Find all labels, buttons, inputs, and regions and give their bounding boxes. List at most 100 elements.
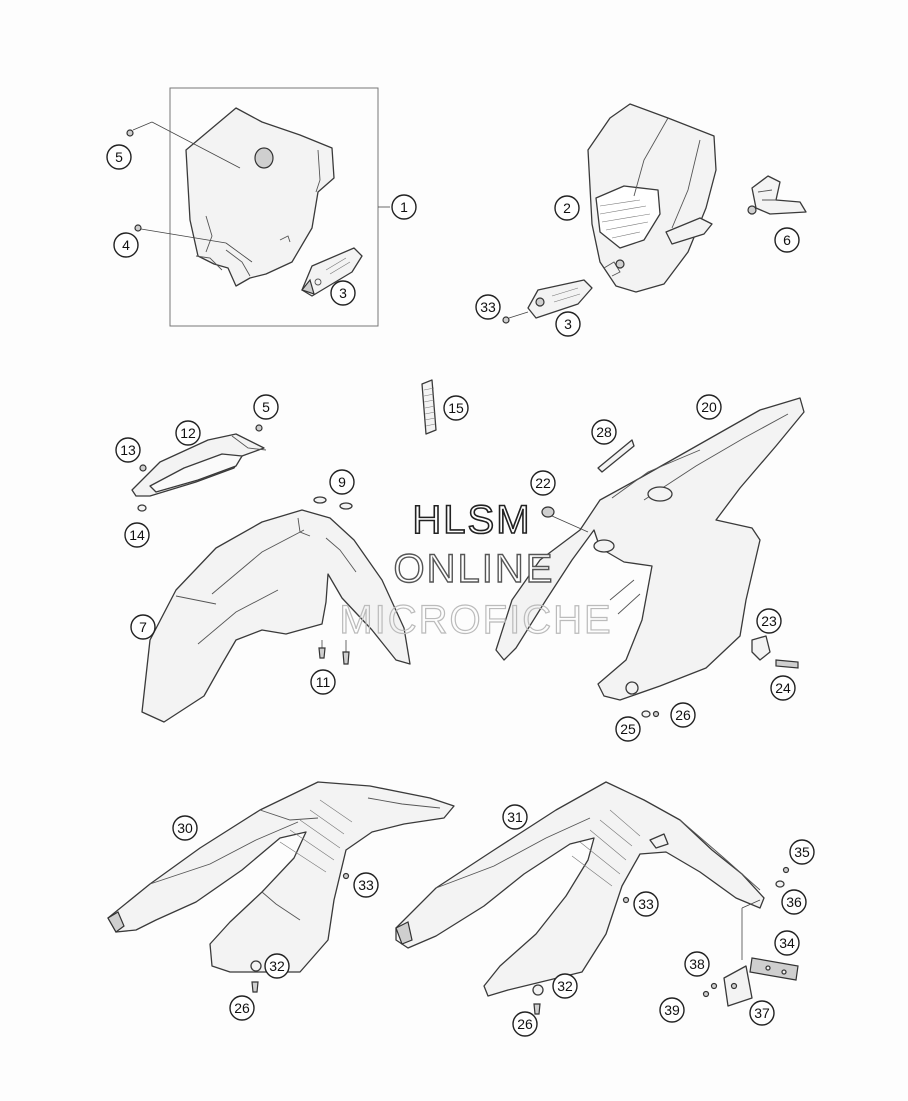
callout-26-a: 26 [670,702,696,728]
callout-label: 26 [517,1016,533,1032]
callout-label: 38 [689,956,705,972]
callout-34: 34 [774,930,800,956]
callout-5-mid: 5 [253,394,279,420]
callout-7: 7 [130,614,156,640]
callout-37: 37 [749,1000,775,1026]
callout-label: 32 [557,978,573,994]
callout-3-left: 3 [330,280,356,306]
part-filter-15 [421,379,437,435]
callout-32-b: 32 [552,973,578,999]
washer-14 [137,504,147,512]
callout-23: 23 [756,608,782,634]
callout-28: 28 [591,419,617,445]
callout-24: 24 [770,675,796,701]
callout-label: 28 [596,424,612,440]
callout-22: 22 [530,470,556,496]
callout-1: 1 [391,194,417,220]
callout-label: 33 [638,896,654,912]
callout-39: 39 [659,997,685,1023]
callout-3-right: 3 [555,311,581,337]
callout-label: 37 [754,1005,770,1021]
callout-label: 9 [338,474,346,490]
callout-label: 12 [180,425,196,441]
watermark-line3: MICROFICHE [339,598,612,642]
callout-label: 26 [675,707,691,723]
callout-label: 39 [664,1002,680,1018]
callout-label: 24 [775,680,791,696]
callout-15: 15 [443,395,469,421]
callout-label: 1 [400,199,408,215]
screw-4 [134,224,253,263]
callout-4: 4 [113,232,139,258]
part-rear-fender-20 [495,397,805,718]
part-clamp-6 [747,175,807,215]
callout-26-b: 26 [229,995,255,1021]
watermark: HLSM ONLINE MICROFICHE [339,497,612,642]
callout-label: 4 [122,237,130,253]
callout-11: 11 [310,669,336,695]
callout-label: 3 [564,316,572,332]
callout-label: 13 [120,442,136,458]
callout-30: 30 [172,815,198,841]
callout-32-a: 32 [264,953,290,979]
callout-36: 36 [781,889,807,915]
callout-33-a: 33 [475,294,501,320]
callout-9: 9 [329,469,355,495]
callout-13: 13 [115,437,141,463]
callout-label: 7 [139,619,147,635]
screw-13 [139,464,147,472]
callout-38: 38 [684,951,710,977]
callout-31: 31 [502,804,528,830]
part-headlight-mask-2 [587,103,717,293]
callout-14: 14 [124,522,150,548]
callout-label: 23 [761,613,777,629]
part-rear-section-31 [395,781,765,1015]
callout-label: 6 [783,232,791,248]
callout-label: 35 [794,844,810,860]
callout-25: 25 [615,716,641,742]
callout-label: 33 [480,299,496,315]
callout-label: 2 [563,200,571,216]
part-plate-holder-34 [749,957,799,981]
watermark-line1: HLSM [412,498,531,542]
callout-26-c: 26 [512,1011,538,1037]
callout-label: 15 [448,400,464,416]
part-fork-guard-12 [131,433,267,497]
part-headlight-mask-1 [185,107,335,287]
part-front-fender-7 [141,496,411,723]
callout-5-top: 5 [106,144,132,170]
screw-5-mid [255,424,263,432]
callout-label: 36 [786,894,802,910]
callout-33-b: 33 [353,872,379,898]
washer-39 [702,990,710,998]
callout-label: 20 [701,399,717,415]
callout-label: 32 [269,958,285,974]
callout-35: 35 [789,839,815,865]
screw-35 [782,866,790,874]
callout-label: 33 [358,877,374,893]
part-bracket-37 [723,965,753,1007]
leader-bracket-2 [741,899,761,909]
callout-label: 22 [535,475,551,491]
callout-label: 3 [339,285,347,301]
callout-label: 34 [779,935,795,951]
callout-label: 25 [620,721,636,737]
screw-5-top [126,121,241,169]
callout-33-c: 33 [633,891,659,917]
callout-label: 5 [115,149,123,165]
callout-label: 11 [316,674,331,690]
washer-36 [775,880,785,888]
callout-label: 31 [507,809,523,825]
part-reflector-3-left [300,247,363,297]
callout-label: 26 [234,1000,250,1016]
callout-label: 30 [177,820,193,836]
callout-12: 12 [175,420,201,446]
part-rear-section-30 [107,781,455,993]
part-reflector-3-right [502,279,593,324]
callout-label: 5 [262,399,270,415]
callout-label: 14 [129,527,145,543]
callout-6: 6 [774,227,800,253]
callout-20: 20 [696,394,722,420]
